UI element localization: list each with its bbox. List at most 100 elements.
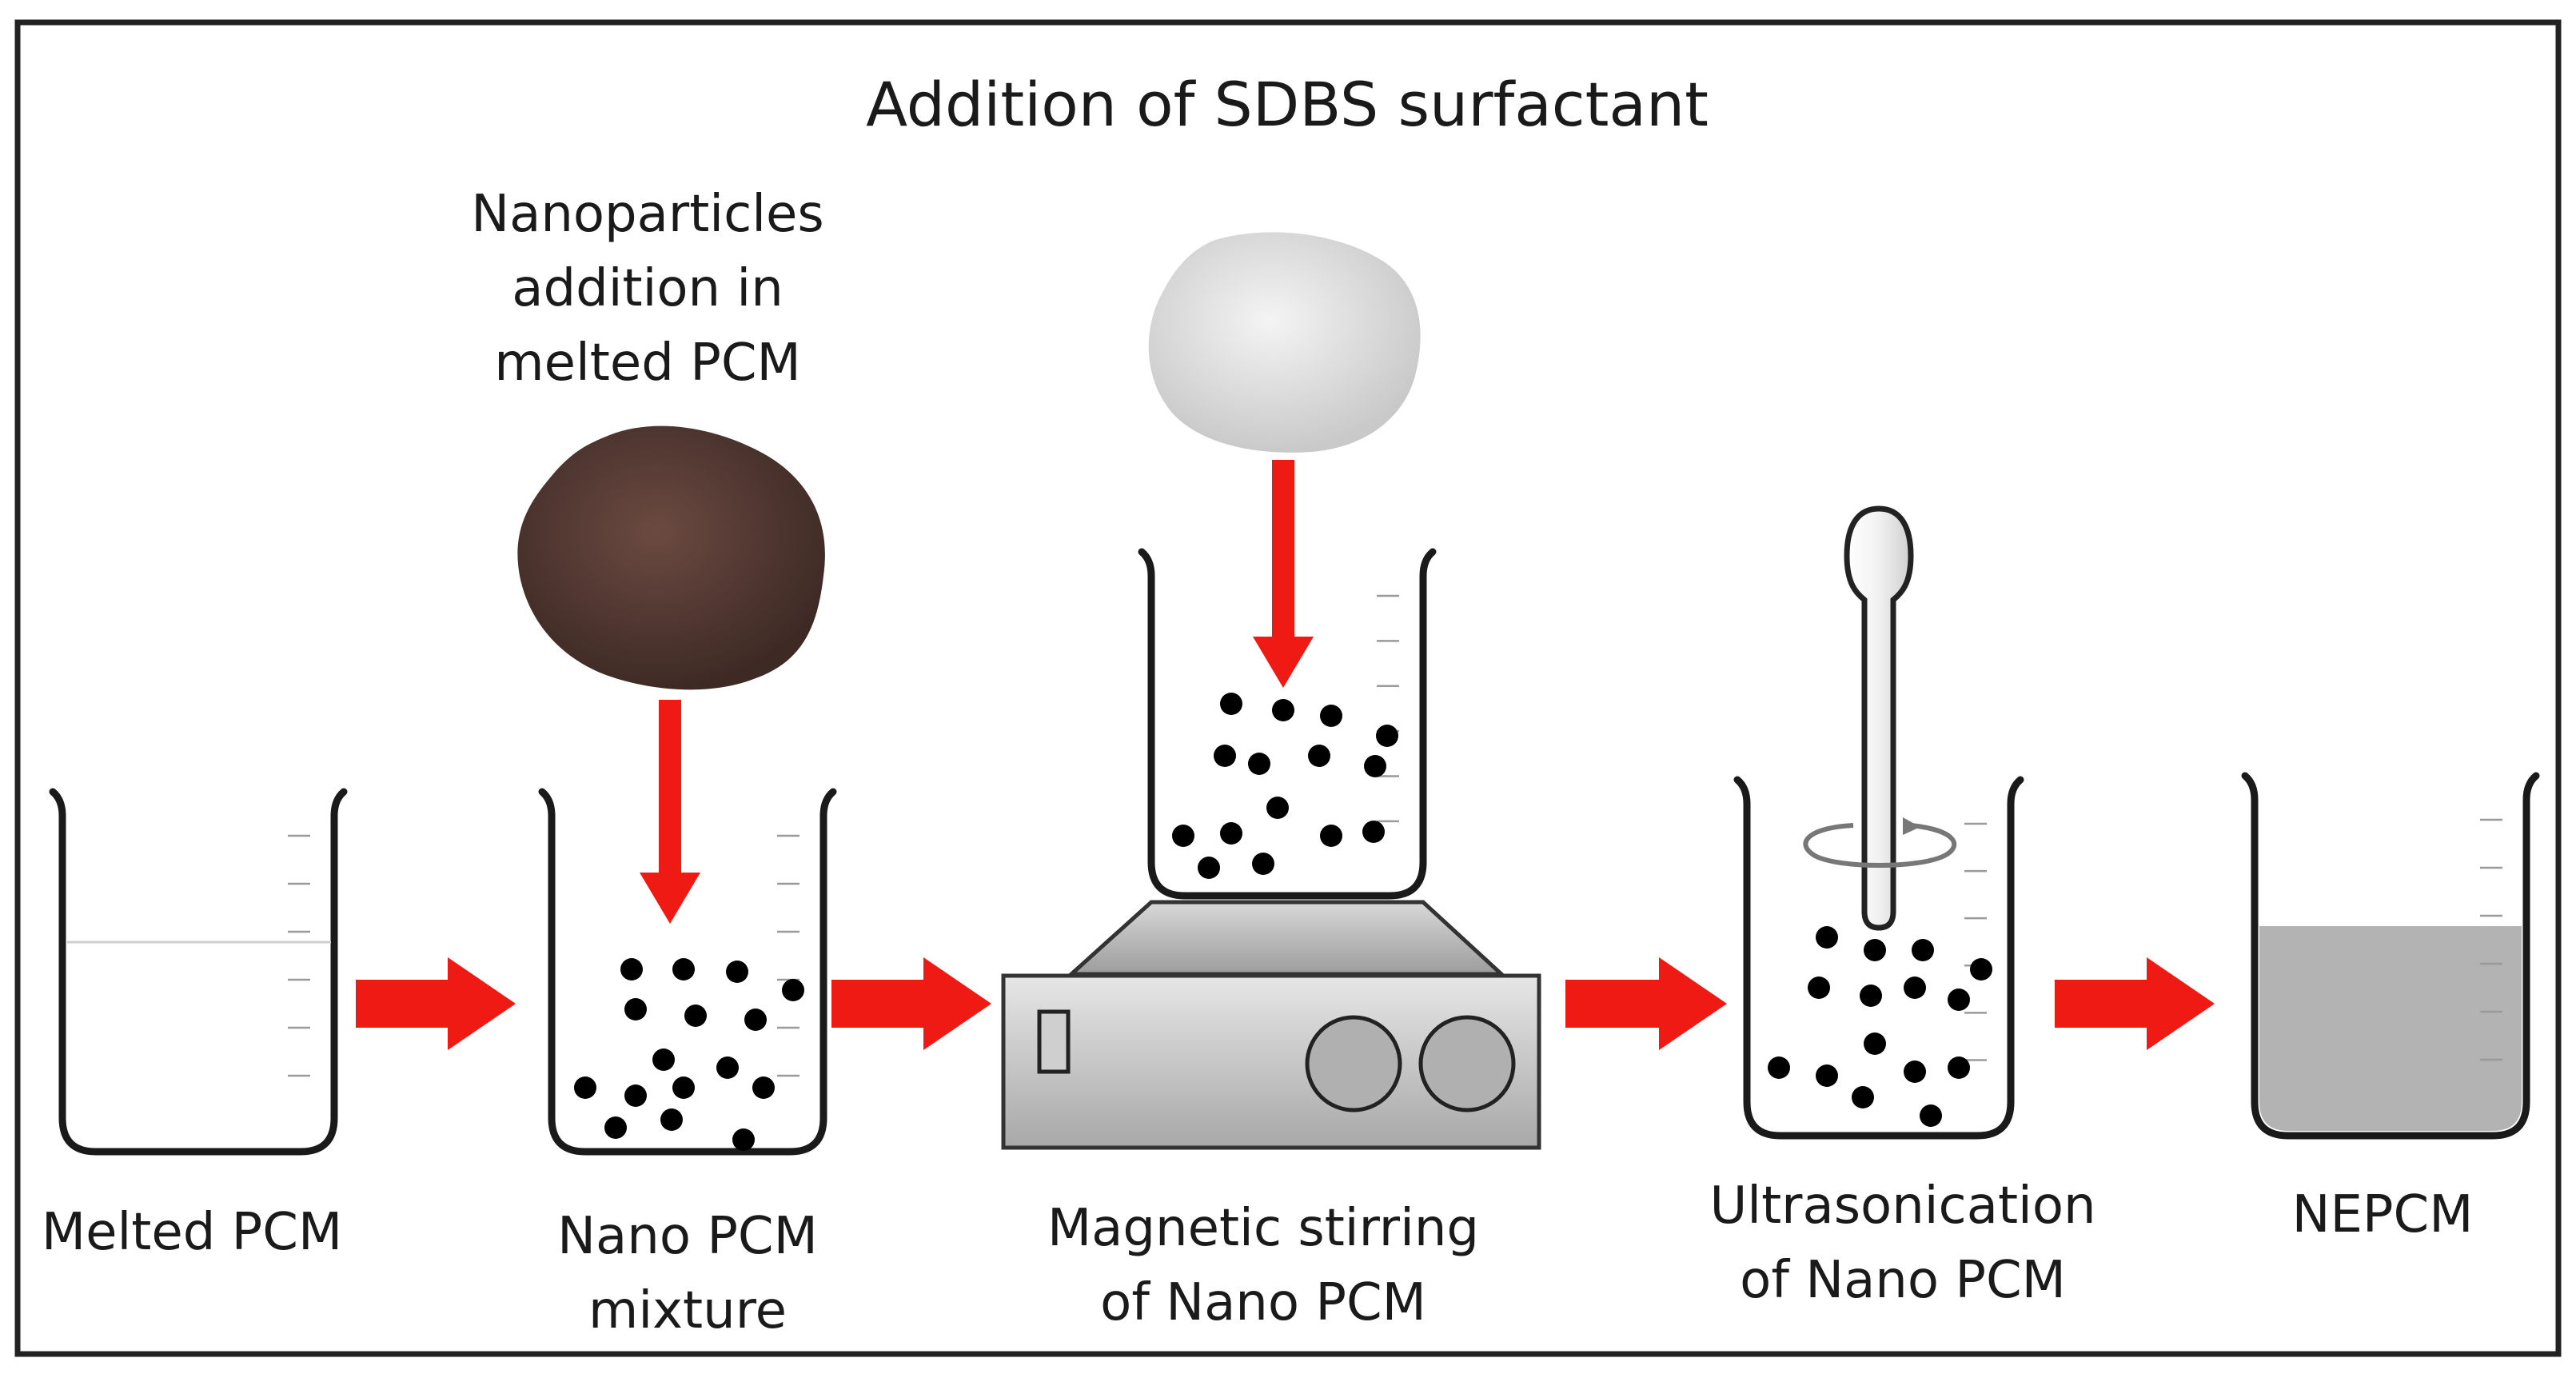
nanoparticle bbox=[744, 1009, 767, 1031]
beaker-outline bbox=[49, 788, 348, 1156]
beaker-outline bbox=[2241, 772, 2540, 1140]
arrow-shaft bbox=[1565, 980, 1663, 1028]
step-label-nepcm: NEPCM bbox=[2231, 1182, 2534, 1248]
arrow-head bbox=[2147, 957, 2215, 1050]
arrow-icon bbox=[2055, 957, 2215, 1050]
nanoparticle bbox=[574, 1076, 596, 1099]
arrow-head bbox=[640, 873, 700, 924]
arrow-shaft bbox=[356, 980, 452, 1028]
beaker-icon bbox=[49, 788, 348, 1156]
nanoparticle bbox=[1272, 699, 1294, 721]
nanoparticle bbox=[1852, 1086, 1874, 1108]
arrow-head bbox=[1659, 957, 1727, 1050]
arrow-icon bbox=[831, 957, 991, 1050]
nanoparticle bbox=[1320, 825, 1342, 847]
nanopowder-icon bbox=[517, 425, 825, 690]
nanoparticle bbox=[1266, 797, 1289, 819]
nanoparticle bbox=[1860, 985, 1882, 1007]
ultrasonic-probe-icon bbox=[1803, 505, 1957, 931]
nanoparticle bbox=[1904, 977, 1926, 999]
arrow-icon bbox=[1565, 957, 1727, 1050]
diagram-frame bbox=[14, 19, 2562, 1357]
nanoparticle bbox=[1220, 693, 1242, 715]
nanoparticle bbox=[672, 958, 695, 981]
nanoparticle bbox=[1864, 1032, 1886, 1055]
nanoparticle bbox=[1172, 825, 1194, 847]
nanoparticle bbox=[684, 1005, 707, 1027]
nanoparticle bbox=[660, 1108, 683, 1131]
nanoparticle bbox=[1912, 939, 1934, 961]
nanoparticle bbox=[1364, 755, 1386, 777]
nanoparticle bbox=[652, 1048, 675, 1071]
rotation-arrow bbox=[1803, 823, 1957, 868]
nanoparticle bbox=[1948, 989, 1970, 1011]
step-label-line: NEPCM bbox=[2291, 1185, 2474, 1244]
nanoparticle bbox=[620, 958, 643, 981]
nanoparticle bbox=[1904, 1060, 1926, 1083]
nanoparticle-addition-line-1: Nanoparticles bbox=[471, 185, 824, 244]
step-label-melted-pcm: Melted PCM bbox=[24, 1200, 360, 1266]
arrow-shaft bbox=[659, 700, 681, 876]
nanoparticle bbox=[624, 1084, 647, 1107]
nanoparticle bbox=[1252, 853, 1274, 875]
nanoparticle bbox=[1248, 753, 1270, 775]
arrow-head bbox=[1253, 637, 1314, 688]
nanoparticle bbox=[716, 1056, 739, 1079]
nanoparticle bbox=[1320, 705, 1342, 727]
nanoparticle bbox=[1816, 1064, 1838, 1087]
nanoparticle-addition-label: Nanoparticles addition in melted PCM bbox=[448, 178, 847, 400]
nanoparticle bbox=[752, 1076, 775, 1099]
step-label-ultrasonication: Ultrasonication of Nano PCM bbox=[1695, 1169, 2111, 1318]
step-label-line: Nano PCM bbox=[557, 1207, 818, 1266]
nanoparticle bbox=[782, 979, 804, 1001]
step-label-line: Melted PCM bbox=[41, 1203, 343, 1262]
stirrer-knob bbox=[1418, 1015, 1516, 1112]
arrow-head bbox=[448, 957, 516, 1050]
beaker-outline bbox=[1733, 776, 2024, 1140]
step-label-line: mixture bbox=[588, 1280, 787, 1340]
nanoparticle bbox=[1214, 745, 1236, 767]
probe-body bbox=[1844, 505, 1914, 931]
nanoparticle bbox=[1948, 1056, 1970, 1079]
beaker-icon bbox=[538, 788, 837, 1156]
stirrer-top bbox=[1066, 900, 1507, 977]
nanoparticle bbox=[1920, 1104, 1942, 1127]
nanoparticle bbox=[1816, 926, 1838, 949]
beaker-outline bbox=[1138, 548, 1437, 900]
arrow-icon bbox=[356, 957, 516, 1050]
magnetic-stirrer-icon bbox=[1001, 900, 1541, 1150]
step-label-magnetic-stirring: Magnetic stirring of Nano PCM bbox=[1039, 1192, 1487, 1340]
arrow-icon bbox=[1253, 460, 1314, 688]
stirrer-knob bbox=[1305, 1015, 1402, 1112]
arrow-shaft bbox=[831, 980, 927, 1028]
nanoparticle bbox=[1864, 939, 1886, 961]
nanoparticle bbox=[1768, 1056, 1790, 1079]
nanoparticle bbox=[732, 1128, 755, 1151]
nanoparticle bbox=[624, 998, 647, 1021]
arrow-shaft bbox=[2055, 980, 2151, 1028]
step-label-nano-pcm-mixture: Nano PCM mixture bbox=[512, 1200, 863, 1348]
surfactant-powder-icon bbox=[1148, 232, 1421, 453]
nanoparticle bbox=[1308, 745, 1330, 767]
rotation-arrowhead bbox=[1903, 817, 1920, 835]
nanoparticle-addition-line-3: melted PCM bbox=[494, 333, 801, 393]
nanoparticle bbox=[672, 1076, 695, 1099]
arrow-head bbox=[923, 957, 991, 1050]
step-label-line: of Nano PCM bbox=[1100, 1272, 1426, 1332]
nanoparticle bbox=[1362, 821, 1385, 843]
nanoparticle bbox=[726, 961, 748, 983]
nanoparticle bbox=[1198, 857, 1220, 879]
beaker-outline bbox=[538, 788, 837, 1156]
step-label-line: Magnetic stirring bbox=[1047, 1199, 1480, 1258]
stirrer-switch bbox=[1037, 1009, 1071, 1074]
nepcm-fluid bbox=[2259, 926, 2522, 1131]
step-label-line: Ultrasonication bbox=[1709, 1176, 2096, 1236]
nanoparticle bbox=[1376, 725, 1398, 747]
arrow-icon bbox=[640, 700, 700, 924]
nanoparticle bbox=[1220, 822, 1242, 845]
surfactant-title: Addition of SDBS surfactant bbox=[866, 69, 1709, 140]
nanoparticle bbox=[604, 1116, 627, 1139]
nanoparticle bbox=[1970, 958, 1992, 981]
